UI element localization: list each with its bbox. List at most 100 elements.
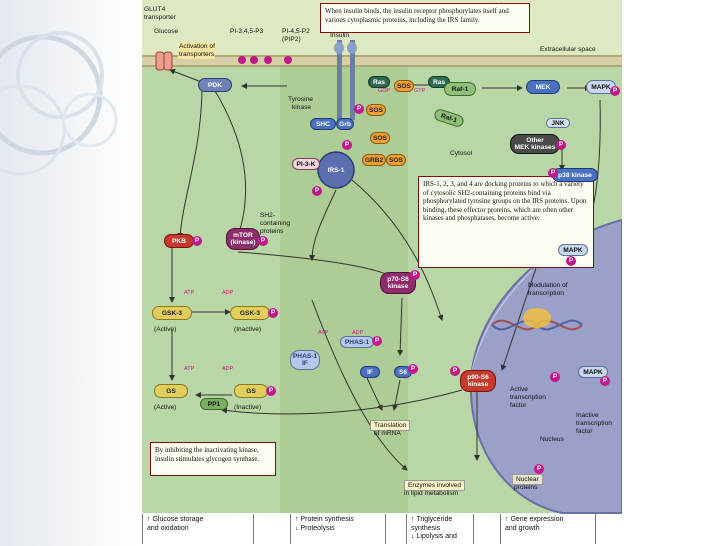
transporter-label: transporter xyxy=(144,14,176,21)
gsk-inactive-label: (Inactive) xyxy=(234,326,262,333)
transporters-label: transporters xyxy=(178,50,216,60)
phosphate-badge-pkb: P xyxy=(192,236,202,246)
outcome-glucose-storage: ↑ Glucose storage and oxidation xyxy=(142,514,254,544)
gdp-label: GDP xyxy=(378,88,390,94)
glucose-label: Glucose xyxy=(154,28,179,35)
arrow-pdk-pkb xyxy=(177,85,203,239)
p38-kinase-node: p38 kinase xyxy=(552,168,598,182)
phosphate-badge-receptor: P xyxy=(354,104,364,114)
inactive-tf-label-1: Inactive xyxy=(576,412,599,419)
p90-label-2: kinase xyxy=(467,381,489,388)
pp1-node: PP1 xyxy=(200,398,228,410)
pip2-label: (PIP2) xyxy=(282,36,301,43)
grb2-node: GRB2 xyxy=(362,154,386,166)
gs-inactive-node: GS xyxy=(234,384,268,398)
atp-label-3: ATP xyxy=(318,330,329,336)
p90-s6-kinase-node: p90-S6 kinase xyxy=(460,370,496,392)
decor-ring-3 xyxy=(0,84,66,176)
pkb-node: PKB xyxy=(164,234,194,248)
other-mek-kinases-node: Other MEK kinases xyxy=(510,134,560,154)
modulation-label-1: Modulation of xyxy=(528,282,568,289)
outcome-3-line-2: synthesis xyxy=(411,524,441,532)
outcome-4-line-2: and growth xyxy=(505,524,540,532)
sh2-label-1: SH2- xyxy=(260,212,276,219)
pi345-label: PI-3,4,5-P3 xyxy=(230,28,264,35)
phas1-phosphorylated-node: PHAS-1 xyxy=(340,336,374,348)
phosphate-badge-mapk-top: P xyxy=(610,86,620,96)
phosphate-badge-mtor: P xyxy=(258,236,268,246)
arrow-p70-s6 xyxy=(397,297,404,356)
enzymes-label-1: Enzymes involved xyxy=(404,480,466,492)
arrow-enzymes xyxy=(311,299,408,471)
plasma-membrane xyxy=(142,55,622,67)
phas1-if-label-2: IF xyxy=(302,360,308,367)
phas1-if-complex-node: PHAS-1 IF xyxy=(290,350,320,370)
if-node: IF xyxy=(360,366,380,378)
activation-label: Activation of xyxy=(178,42,216,52)
gs-active-node: GS xyxy=(154,384,188,398)
phosphate-badge-gs: P xyxy=(266,386,276,396)
slide-decoration xyxy=(0,0,140,546)
phosphate-badge-p90: P xyxy=(450,366,460,376)
phosphate-badge-other-mek: P xyxy=(556,140,566,150)
pi3k-node: PI-3-K xyxy=(292,158,320,170)
jnk-node: JNK xyxy=(546,118,570,128)
gsk3-inactive-node: GSK-3 xyxy=(230,306,270,320)
gtp-label: GTP xyxy=(414,88,426,94)
outcome-gene-expression: ↑ Gene expression and growth xyxy=(500,514,596,544)
active-tf-label-3: factor xyxy=(510,402,527,409)
gsk-active-label: (Active) xyxy=(154,326,177,333)
active-tf-label-1: Active xyxy=(510,386,528,393)
arrow-irs-sh2 xyxy=(309,189,337,261)
ras-node-1: Ras xyxy=(368,76,390,88)
gs-active-label: (Active) xyxy=(154,404,177,411)
irs-node-shape xyxy=(317,151,355,189)
p70-s6-kinase-node: p70-S6 kinase xyxy=(380,272,416,294)
phosphate-badge-p70: P xyxy=(410,270,420,280)
kinase-label: kinase xyxy=(292,104,312,111)
sh2-label-2: containing xyxy=(260,220,291,227)
dna-helix xyxy=(491,308,583,331)
phosphoinositide-lipids xyxy=(238,56,292,64)
pi45-label: PI-4,5-P2 xyxy=(282,28,310,35)
sos-node-1: SOS xyxy=(366,104,386,116)
inactive-tf-label-2: transcription xyxy=(576,420,612,427)
mapk-nucleus-node-2: MAPK xyxy=(578,366,608,378)
cytosol-label: Cytosol xyxy=(450,150,472,157)
phosphate-badge-irs-2: P xyxy=(312,186,322,196)
arrow-p90-pp1 xyxy=(221,389,463,415)
irs-node: IRS-1 xyxy=(327,166,345,174)
outcome-3-line-1: ↑ Triglyceride xyxy=(411,516,453,523)
nuclear-proteins-label-2: proteins xyxy=(514,484,538,491)
tyrosine-label: Tyrosine xyxy=(288,96,313,103)
phosphate-badge-irs-1: P xyxy=(342,140,352,150)
glycogen-synthase-note: By inhibiting the inactivating kinase, i… xyxy=(150,442,276,476)
arrow-if-translation xyxy=(366,377,383,411)
adp-label-1: ADP xyxy=(222,290,234,296)
phas1-if-label-1: PHAS-1 xyxy=(292,353,318,360)
p70-label-2: kinase xyxy=(387,283,409,290)
phosphate-badge-active-tf: P xyxy=(550,372,560,382)
outcome-1-line-1: ↑ Glucose storage xyxy=(147,516,204,523)
phosphate-badge-s6: P xyxy=(408,364,418,374)
modulation-label-2: transcription xyxy=(528,290,564,297)
translation-label-1: Translation xyxy=(370,420,411,432)
glut4-label: GLUT4 xyxy=(144,6,166,13)
atp-label-1: ATP xyxy=(184,290,195,296)
mtor-node: mTOR (kinase) xyxy=(226,228,260,250)
grb-node: Grb xyxy=(336,118,354,130)
outcome-4-line-1: ↑ Gene expression xyxy=(505,516,564,523)
insulin-label: Insulin xyxy=(330,32,350,39)
raf1-node-1: Raf-1 xyxy=(444,82,476,96)
decor-ring-4 xyxy=(62,92,118,148)
arrow-irs-p90 xyxy=(351,179,444,321)
receptor-note: When insulin binds, the insulin receptor… xyxy=(320,3,530,33)
mapk-nucleus-node: MAPK xyxy=(558,244,588,256)
outcome-3-line-3: ↓ Lipolysis and xyxy=(411,533,457,540)
outcome-1-line-2: and oxidation xyxy=(147,524,189,532)
other-mek-label-1: Other xyxy=(526,137,544,144)
outcome-protein-synthesis: ↑ Protein synthesis ↓ Proteolysis xyxy=(290,514,386,544)
pdk-node: PDK xyxy=(198,78,232,92)
outcome-triglyceride-synthesis: ↑ Triglyceride synthesis ↓ Lipolysis and xyxy=(406,514,474,544)
gsk3-active-node: GSK-3 xyxy=(152,306,192,320)
